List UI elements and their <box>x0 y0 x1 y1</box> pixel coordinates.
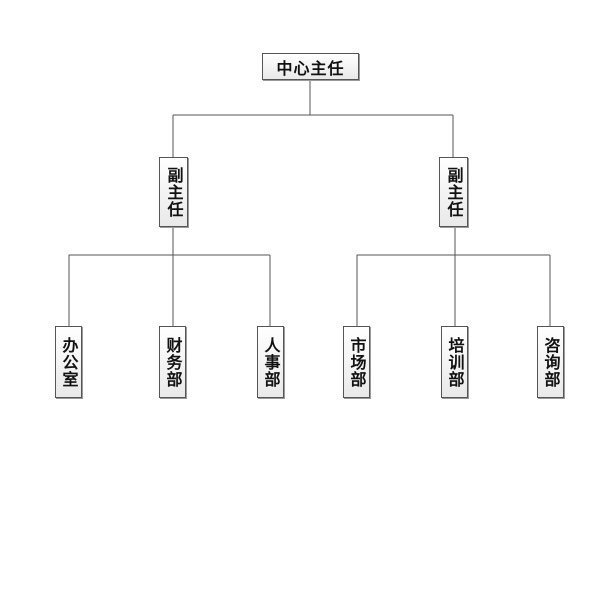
center-director-node: 中心主任 <box>262 53 359 80</box>
department-node-office: 办公室 <box>55 326 82 398</box>
department-node-consulting: 咨询部 <box>537 326 564 398</box>
department-node-market: 市场部 <box>343 326 370 398</box>
department-node-finance: 财务部 <box>159 326 186 398</box>
department-node-training: 培训部 <box>441 326 468 398</box>
deputy-director-node-right: 副主任 <box>439 157 468 227</box>
deputy-director-node-left: 副主任 <box>159 157 188 227</box>
department-node-hr: 人事部 <box>257 326 284 398</box>
